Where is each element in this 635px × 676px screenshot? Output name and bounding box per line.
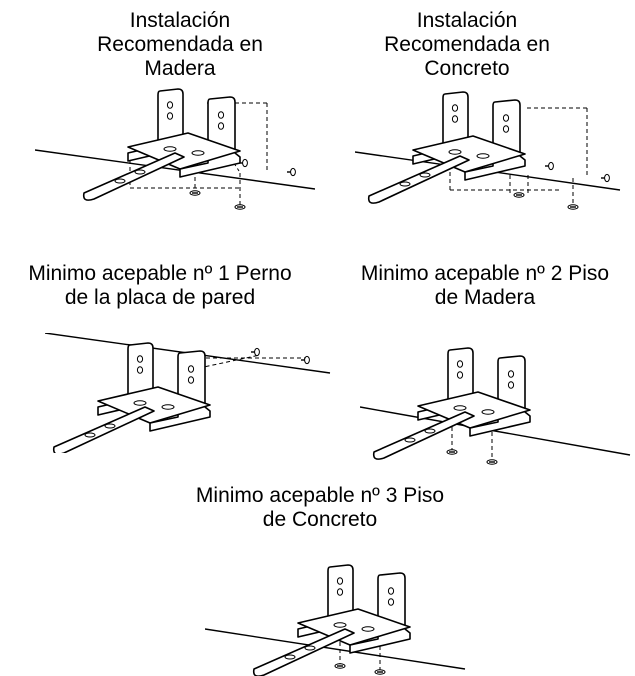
caption-minimum-2: Minimo acepable nº 2 Piso de Madera: [360, 262, 610, 309]
diagram-minimum-3: [205, 564, 466, 676]
caption-minimum-3: Minimo acepable nº 3 Piso de Concreto: [195, 484, 445, 531]
caption-concrete-recommended: Instalación Recomendada en Concreto: [384, 9, 550, 80]
diagram-wood-recommended: [35, 88, 315, 210]
caption-minimum-1: Minimo acepable nº 1 Perno de la placa d…: [28, 262, 292, 309]
caption-wood-recommended: Instalación Recomendada en Madera: [97, 9, 263, 80]
diagram-minimum-2: [360, 347, 631, 465]
diagram-minimum-1: [45, 333, 331, 453]
diagram-concrete-recommended: [355, 91, 621, 210]
